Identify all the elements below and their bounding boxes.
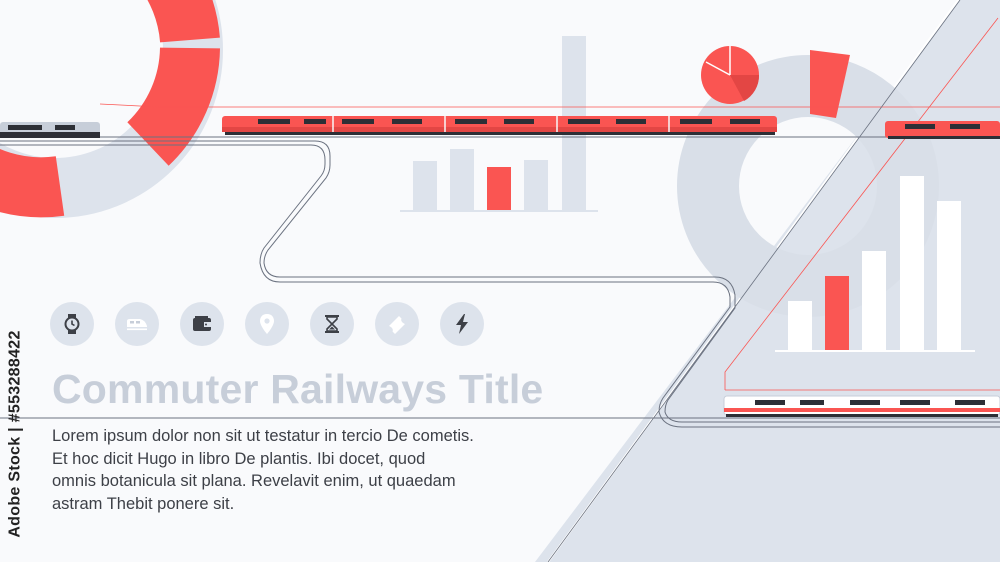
lightning-icon xyxy=(440,302,484,346)
watermark-text: Adobe Stock | #553288422 xyxy=(7,330,24,538)
mini-pie-chart xyxy=(701,46,760,104)
donut-segment-red xyxy=(810,50,850,118)
hourglass-icon xyxy=(310,302,354,346)
stock-watermark: Adobe Stock | #553288422 xyxy=(2,318,30,550)
train-bottom xyxy=(723,395,1000,417)
train-top xyxy=(222,116,777,135)
icon-row xyxy=(50,302,484,346)
body-line: Et hoc dicit Hugo in libro De plantis. I… xyxy=(52,449,426,468)
donut-segment-red xyxy=(126,46,220,166)
donut-segment-red xyxy=(0,148,65,218)
body-line: omnis botanicula sit plana. Revelavit en… xyxy=(52,472,456,490)
page-title: Commuter Railways Title xyxy=(52,366,544,412)
body-line: Lorem ipsum dolor non sit ut testatur in… xyxy=(52,427,474,445)
map-pin-icon xyxy=(245,302,289,346)
donut-segment-red xyxy=(147,0,220,44)
ticket-icon xyxy=(375,302,419,346)
train-right-top xyxy=(885,121,1000,139)
wallet-icon xyxy=(180,302,224,346)
watch-icon xyxy=(50,302,94,346)
bar-chart-right xyxy=(775,176,975,352)
train-icon xyxy=(115,302,159,346)
donut-top-left xyxy=(0,0,223,218)
body-line: astram Thebit ponere sit. xyxy=(52,494,235,513)
body-paragraph: Lorem ipsum dolor non sit ut testatur in… xyxy=(52,425,572,515)
train-left xyxy=(0,122,100,138)
